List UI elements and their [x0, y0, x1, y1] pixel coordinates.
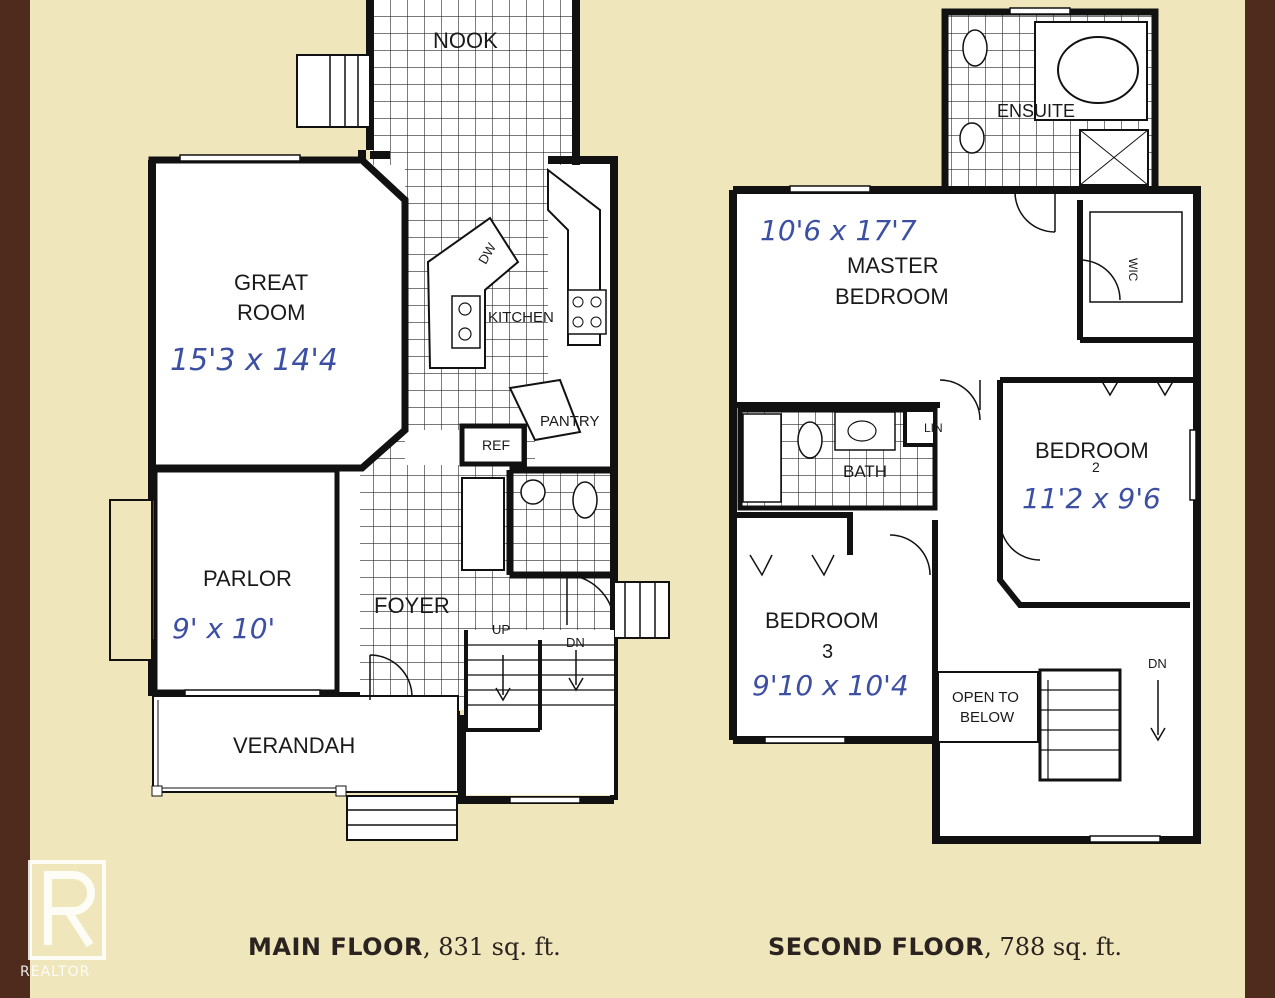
label-great-room-line1: GREAT	[234, 270, 308, 295]
label-pantry: PANTRY	[540, 413, 599, 430]
wic-closet	[1089, 211, 1183, 303]
label-bedroom2-line1: BEDROOM	[1035, 438, 1149, 463]
kitchen-sink	[451, 295, 481, 349]
nook-tile-floor	[370, 0, 576, 165]
second-floor-caption: SECOND FLOOR, 788 sq. ft.	[768, 933, 1122, 961]
second-floor-area: , 788 sq. ft.	[984, 933, 1122, 961]
bath-vanity	[834, 411, 896, 451]
main-floor-area: , 831 sq. ft.	[422, 933, 561, 961]
label-open-to: OPEN TO	[952, 689, 1019, 706]
label-foyer: FOYER	[374, 593, 450, 618]
ref-box	[459, 423, 527, 467]
bath-toilet	[797, 421, 823, 459]
label-below: BELOW	[960, 709, 1015, 726]
dim-great-room: 15'3 x 14'4	[170, 343, 338, 378]
label-dn-second: DN	[1148, 656, 1167, 671]
label-up: UP	[492, 622, 510, 637]
label-wic: WIC	[1126, 258, 1140, 282]
parlor-bay	[109, 499, 153, 661]
label-verandah: VERANDAH	[233, 733, 355, 758]
dim-parlor: 9' x 10'	[172, 612, 275, 645]
dim-bedroom2: 11'2 x 9'6	[1022, 482, 1161, 515]
label-bedroom3-line1: BEDROOM	[765, 608, 879, 633]
main-floor-caption: MAIN FLOOR, 831 sq. ft.	[248, 933, 561, 961]
label-ensuite: ENSUITE	[997, 101, 1075, 121]
powder-room-walls	[506, 466, 614, 579]
second-floor-plan	[729, 7, 1201, 844]
realtor-watermark-text: REALTOR	[20, 964, 91, 980]
second-floor-name: SECOND FLOOR	[768, 933, 985, 961]
side-entry-steps	[613, 581, 670, 639]
label-bath: BATH	[843, 462, 887, 481]
label-kitchen: KITCHEN	[488, 309, 554, 326]
label-bedroom2-line2: 2	[1092, 459, 1100, 475]
powder-toilet	[572, 481, 598, 519]
label-dn-main: DN	[566, 635, 585, 650]
nook-steps	[296, 54, 371, 128]
ensuite-sink	[959, 122, 985, 154]
label-ref: REF	[482, 437, 510, 453]
cooktop	[567, 289, 607, 335]
main-floor-name: MAIN FLOOR	[248, 933, 423, 961]
main-floor-plan	[109, 0, 670, 841]
foyer-tile-floor	[360, 470, 470, 710]
dim-bedroom3: 9'10 x 10'4	[752, 669, 909, 702]
linen-closet	[903, 408, 937, 447]
verandah-deck	[152, 695, 459, 793]
page-border-left	[0, 0, 30, 998]
kitchen-island	[426, 216, 520, 369]
realtor-logo-icon	[28, 860, 106, 960]
label-nook: NOOK	[433, 28, 498, 53]
second-stairs	[1038, 668, 1122, 782]
powder-sink	[520, 479, 546, 505]
label-master-line2: BEDROOM	[835, 284, 949, 309]
pantry	[508, 378, 582, 442]
parlor-walls	[152, 467, 340, 695]
ensuite-toilet	[962, 29, 988, 67]
label-bedroom3-line2: 3	[822, 641, 833, 663]
second-outer-wall	[729, 186, 1201, 844]
bath-tub	[742, 413, 782, 503]
label-lin: LIN	[924, 421, 943, 435]
interior-walls	[733, 200, 1197, 408]
dim-master: 10'6 x 17'7	[760, 214, 917, 247]
label-great-room-line2: ROOM	[237, 300, 305, 325]
open-to-below	[937, 671, 1039, 743]
foyer-closet	[461, 477, 505, 571]
front-steps	[346, 795, 458, 841]
label-master-line1: MASTER	[847, 253, 939, 278]
label-parlor: PARLOR	[203, 566, 292, 591]
page-border-right	[1245, 0, 1275, 998]
